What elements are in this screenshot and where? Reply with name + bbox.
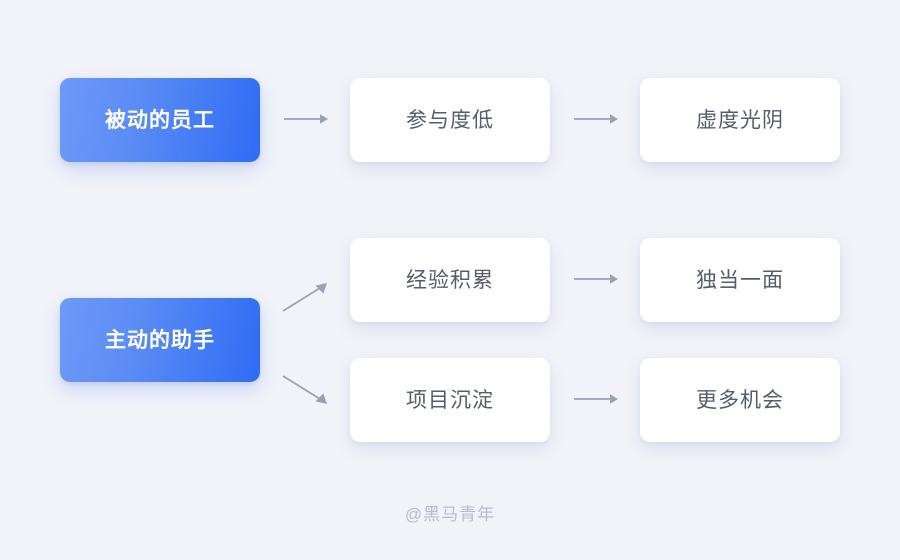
arrow-right-icon-4	[573, 391, 619, 407]
card-project-precipitation[interactable]: 项目沉淀	[350, 358, 550, 442]
card-label: 虚度光阴	[696, 108, 784, 132]
source-box-label: 主动的助手	[105, 328, 215, 352]
card-stand-alone[interactable]: 独当一面	[640, 238, 840, 322]
card-label: 项目沉淀	[406, 388, 494, 412]
card-low-engagement[interactable]: 参与度低	[350, 78, 550, 162]
arrow-right-icon-2	[573, 111, 619, 127]
card-label: 经验积累	[406, 268, 494, 292]
source-box-label: 被动的员工	[105, 108, 215, 132]
source-box-passive-employee[interactable]: 被动的员工	[60, 78, 260, 162]
watermark: @黑马青年	[404, 505, 496, 524]
card-experience-accumulation[interactable]: 经验积累	[350, 238, 550, 322]
arrow-right-icon-1	[283, 111, 329, 127]
card-label: 参与度低	[406, 108, 494, 132]
card-wasting-time[interactable]: 虚度光阴	[640, 78, 840, 162]
arrow-down-right-icon	[281, 372, 329, 406]
card-more-opportunities[interactable]: 更多机会	[640, 358, 840, 442]
card-label: 更多机会	[696, 388, 784, 412]
source-box-proactive-assistant[interactable]: 主动的助手	[60, 298, 260, 382]
arrow-right-icon-3	[573, 271, 619, 287]
card-label: 独当一面	[696, 268, 784, 292]
arrow-up-right-icon	[281, 281, 329, 315]
